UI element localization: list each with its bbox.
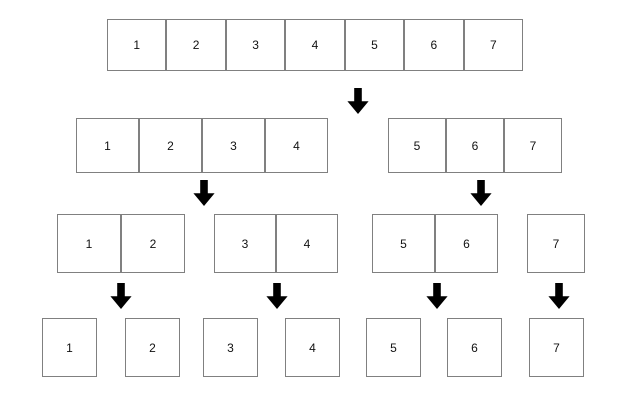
cell-level-2-halves-4: 4	[265, 118, 328, 173]
cell-level-1-full-array-6: 6	[404, 19, 464, 71]
cell-level-3-quarters-6: 6	[435, 214, 498, 273]
cell-level-2-halves-7: 7	[504, 118, 562, 173]
arrow-level3-to-level4-b	[266, 283, 288, 309]
cell-level-3-quarters-1: 1	[57, 214, 121, 273]
cell-level-3-quarters-5: 5	[372, 214, 435, 273]
arrow-level3-to-level4-d	[548, 283, 570, 309]
cell-level-2-halves-5: 5	[388, 118, 446, 173]
cell-level-1-full-array-1: 1	[107, 19, 167, 71]
cell-level-4-singletons-7: 7	[529, 318, 584, 377]
cell-level-4-singletons-4: 4	[285, 318, 340, 377]
cell-level-2-halves-2: 2	[139, 118, 202, 173]
arrow-level3-to-level4-c	[426, 283, 448, 309]
cell-level-1-full-array-7: 7	[463, 19, 523, 71]
cell-level-1-full-array-3: 3	[225, 19, 286, 71]
cell-level-3-quarters-7: 7	[527, 214, 585, 273]
arrow-level3-to-level4-a	[110, 283, 132, 309]
cell-level-2-halves-6: 6	[446, 118, 504, 173]
cell-level-4-singletons-1: 1	[42, 318, 97, 377]
cell-level-4-singletons-5: 5	[366, 318, 421, 377]
cell-level-1-full-array-4: 4	[285, 19, 345, 71]
arrow-level2-to-level3-left	[193, 180, 215, 206]
cell-level-3-quarters-2: 2	[121, 214, 185, 273]
cell-level-3-quarters-3: 3	[214, 214, 276, 273]
cell-level-4-singletons-2: 2	[125, 318, 180, 377]
cell-level-2-halves-1: 1	[76, 118, 139, 173]
cell-level-4-singletons-3: 3	[203, 318, 258, 377]
arrow-level1-to-level2	[347, 88, 369, 114]
arrow-level2-to-level3-right	[470, 180, 492, 206]
cell-level-1-full-array-2: 2	[166, 19, 226, 71]
cell-level-4-singletons-6: 6	[447, 318, 502, 377]
cell-level-1-full-array-5: 5	[344, 19, 405, 71]
cell-level-3-quarters-4: 4	[276, 214, 338, 273]
cell-level-2-halves-3: 3	[202, 118, 265, 173]
